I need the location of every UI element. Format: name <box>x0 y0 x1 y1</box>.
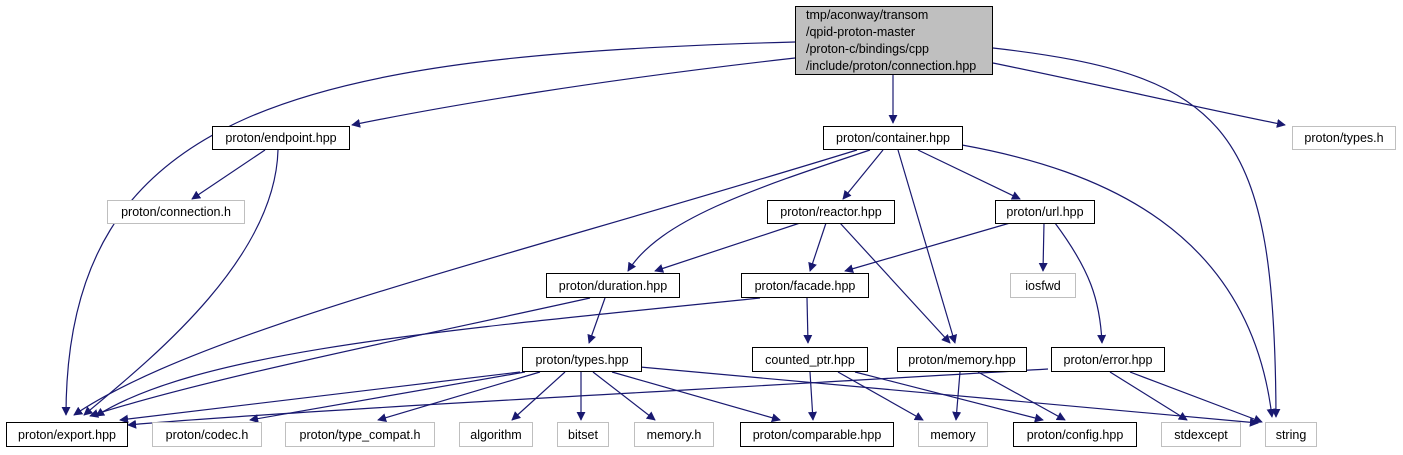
edge-url-facade <box>844 222 1011 274</box>
edge-types-typecompat <box>377 371 541 423</box>
node-container-hpp[interactable]: proton/container.hpp <box>823 126 963 150</box>
edge-types-string <box>639 366 1259 427</box>
node-counted-ptr-hpp[interactable]: counted_ptr.hpp <box>752 347 868 372</box>
edge-endpoint-export <box>83 149 279 416</box>
edge-counted-config <box>854 371 1044 423</box>
root-line-1: tmp/aconway/transom <box>806 7 929 22</box>
node-export-hpp[interactable]: proton/export.hpp <box>6 422 128 447</box>
edge-container-url <box>917 149 1021 200</box>
node-config-hpp[interactable]: proton/config.hpp <box>1013 422 1137 447</box>
root-file-node[interactable]: tmp/aconway/transom /qpid-proton-master … <box>795 6 993 75</box>
edge-types-export <box>119 371 521 424</box>
edge-reactor-facade <box>808 222 827 272</box>
node-memory: memory <box>918 422 988 447</box>
edge-url-iosfwd <box>1038 222 1048 272</box>
node-reactor-hpp[interactable]: proton/reactor.hpp <box>767 200 895 224</box>
node-memory-hpp[interactable]: proton/memory.hpp <box>897 347 1027 372</box>
edge-counted-comparable <box>808 371 817 421</box>
edge-facade-counted <box>803 297 813 344</box>
edge-container-export <box>73 149 858 416</box>
edge-url-error <box>1054 222 1107 344</box>
edge-container-memory <box>897 149 958 344</box>
edge-duration-types-hpp <box>587 297 606 344</box>
edge-error-export <box>127 368 1049 429</box>
edge-error-string <box>1129 371 1263 424</box>
edge-root-endpoint <box>351 57 796 128</box>
edge-root-types-h <box>992 62 1286 128</box>
edge-container-reactor <box>842 149 884 200</box>
node-type-compat-h: proton/type_compat.h <box>285 422 435 447</box>
edge-memoryhpp-config <box>977 371 1066 421</box>
node-codec-h: proton/codec.h <box>152 422 262 447</box>
node-endpoint-hpp[interactable]: proton/endpoint.hpp <box>212 126 350 150</box>
edge-container-string <box>961 144 1276 418</box>
root-line-2: /qpid-proton-master <box>806 24 916 39</box>
node-facade-hpp[interactable]: proton/facade.hpp <box>741 273 869 298</box>
edge-container-duration <box>627 149 871 272</box>
edge-duration-export <box>89 297 591 418</box>
node-memory-h: memory.h <box>634 422 714 447</box>
node-stdexcept: stdexcept <box>1161 422 1241 447</box>
node-bitset: bitset <box>557 422 609 447</box>
node-url-hpp[interactable]: proton/url.hpp <box>995 200 1095 224</box>
node-string: string <box>1265 422 1317 447</box>
edge-root-export <box>61 41 796 416</box>
node-iosfwd: iosfwd <box>1010 273 1076 298</box>
edge-memoryhpp-memory <box>952 371 962 421</box>
edge-root-string <box>992 47 1281 418</box>
node-types-hpp[interactable]: proton/types.hpp <box>522 347 642 372</box>
node-error-hpp[interactable]: proton/error.hpp <box>1051 347 1165 372</box>
root-line-4: /include/proton/connection.hpp <box>806 58 977 73</box>
root-line-3: /proton-c/bindings/cpp <box>806 41 929 56</box>
edge-reactor-duration <box>654 222 801 273</box>
node-connection-h: proton/connection.h <box>107 200 245 224</box>
edge-types-memory-h <box>592 371 656 421</box>
edge-reactor-memory <box>839 222 951 344</box>
node-comparable-hpp[interactable]: proton/comparable.hpp <box>740 422 894 447</box>
node-types-h: proton/types.h <box>1292 126 1396 150</box>
edge-endpoint-connection-h <box>191 149 266 200</box>
node-duration-hpp[interactable]: proton/duration.hpp <box>546 273 680 298</box>
edge-types-comparable <box>611 371 781 423</box>
edge-facade-export <box>95 297 761 417</box>
edge-types-codec <box>249 371 526 424</box>
edge-error-stdexcept <box>1109 371 1188 421</box>
node-algorithm: algorithm <box>459 422 533 447</box>
edge-types-algorithm <box>511 371 566 421</box>
